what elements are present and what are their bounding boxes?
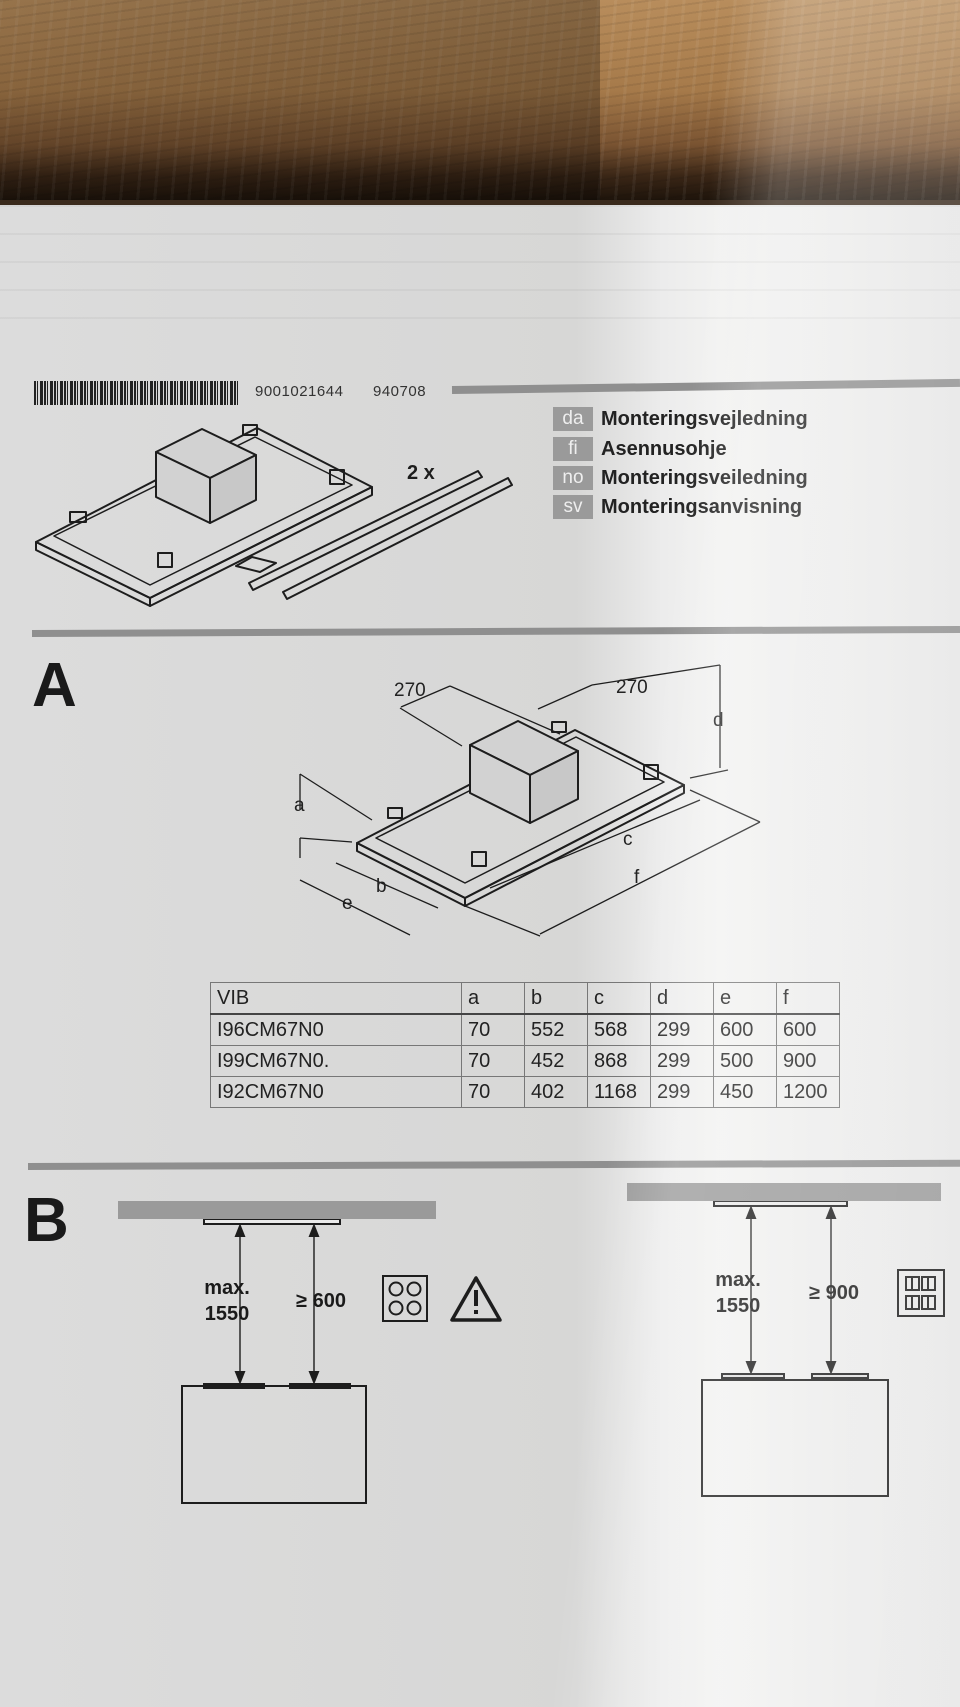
language-title: Monteringsveiledning	[601, 466, 808, 489]
dimension-a-label: a	[294, 795, 305, 816]
table-header: f	[776, 982, 840, 1015]
mounting-rails-illustration	[235, 470, 513, 600]
table-header: VIB	[210, 982, 462, 1015]
language-code: da	[553, 407, 593, 431]
table-cell: 500	[713, 1045, 777, 1077]
language-title: Monteringsanvisning	[601, 495, 803, 518]
table-header: b	[524, 982, 588, 1015]
table-row: I96CM67N0 70 552 568 299 600 600	[210, 1013, 840, 1046]
table-row: I99CM67N0. 70 452 868 299 500 900	[210, 1045, 840, 1077]
language-row-da: da Monteringsvejledning	[553, 406, 808, 432]
table-cell: 1200	[776, 1076, 840, 1108]
max-label: max.	[715, 1269, 761, 1291]
left-min-clearance: ≥ 600	[296, 1290, 346, 1312]
table-cell: 299	[650, 1076, 714, 1108]
sheet-stack-edges	[0, 205, 960, 325]
table-cell: 70	[461, 1045, 525, 1077]
max-label: max.	[204, 1277, 250, 1299]
ceiling-bar-left	[118, 1201, 436, 1219]
table-cell: I99CM67N0.	[210, 1045, 462, 1077]
language-code: fi	[553, 437, 593, 461]
left-max-height: max. 1550	[192, 1275, 262, 1327]
date-code: 940708	[373, 383, 427, 400]
clearance-diagrams	[181, 1200, 889, 1504]
hood-insert-illustration	[35, 424, 373, 607]
article-number: 9001021644	[255, 383, 344, 400]
ceiling-bar-right	[627, 1183, 941, 1201]
table-row: I92CM67N0 70 402 1168 299 450 1200	[210, 1076, 840, 1108]
table-cell: 402	[524, 1076, 588, 1108]
gas-hob-grid-icon	[897, 1269, 945, 1317]
table-cell: 70	[461, 1076, 525, 1108]
table-cell: 900	[776, 1045, 840, 1077]
table-header: a	[461, 982, 525, 1015]
language-row-fi: fi Asennusohje	[553, 436, 727, 462]
dimension-d-label: d	[713, 710, 724, 731]
language-row-no: no Monteringsveiledning	[553, 465, 808, 491]
dimension-e-label: e	[342, 893, 353, 914]
language-title: Monteringsvejledning	[601, 407, 808, 430]
table-cell: 450	[713, 1076, 777, 1108]
table-cell: I96CM67N0	[210, 1013, 462, 1046]
right-min-clearance: ≥ 900	[809, 1282, 859, 1304]
parts-quantity: 2 x	[407, 462, 435, 484]
dimension-lines	[299, 664, 761, 937]
table-cell: 600	[776, 1013, 840, 1046]
table-cell: 600	[713, 1013, 777, 1046]
table-cell: 70	[461, 1013, 525, 1046]
table-cell: 452	[524, 1045, 588, 1077]
right-max-height: max. 1550	[703, 1267, 773, 1319]
wood-shadow	[0, 0, 600, 200]
dimension-right-offset: 270	[616, 677, 648, 698]
language-title: Asennusohje	[601, 437, 727, 460]
table-cell: 299	[650, 1045, 714, 1077]
hood-dimensioned-illustration	[356, 720, 685, 907]
language-row-sv: sv Monteringsanvisning	[553, 494, 802, 520]
table-header: e	[713, 982, 777, 1015]
section-b-letter: B	[24, 1186, 69, 1255]
wooden-surface	[0, 0, 960, 200]
table-cell: 868	[587, 1045, 651, 1077]
dimension-left-offset: 270	[394, 680, 426, 701]
table-cell: 1168	[587, 1076, 651, 1108]
section-a-letter: A	[32, 651, 77, 720]
barcode	[34, 381, 238, 405]
dimension-table: VIB a b c d e f I96CM67N0 70 552 568 299…	[210, 982, 840, 1108]
max-value: 1550	[204, 1303, 250, 1325]
table-cell: 552	[524, 1013, 588, 1046]
language-code: sv	[553, 495, 593, 519]
table-cell: I92CM67N0	[210, 1076, 462, 1108]
four-burner-hob-icon	[382, 1275, 428, 1322]
language-code: no	[553, 466, 593, 490]
max-value: 1550	[715, 1295, 761, 1317]
table-cell: 568	[587, 1013, 651, 1046]
table-header-row: VIB a b c d e f	[210, 982, 840, 1015]
dimension-f-label: f	[634, 867, 640, 888]
table-cell: 299	[650, 1013, 714, 1046]
warning-triangle-icon	[450, 1276, 502, 1322]
table-header: c	[587, 982, 651, 1015]
dimension-b-label: b	[376, 876, 387, 897]
table-header: d	[650, 982, 714, 1015]
dimension-c-label: c	[623, 829, 633, 850]
